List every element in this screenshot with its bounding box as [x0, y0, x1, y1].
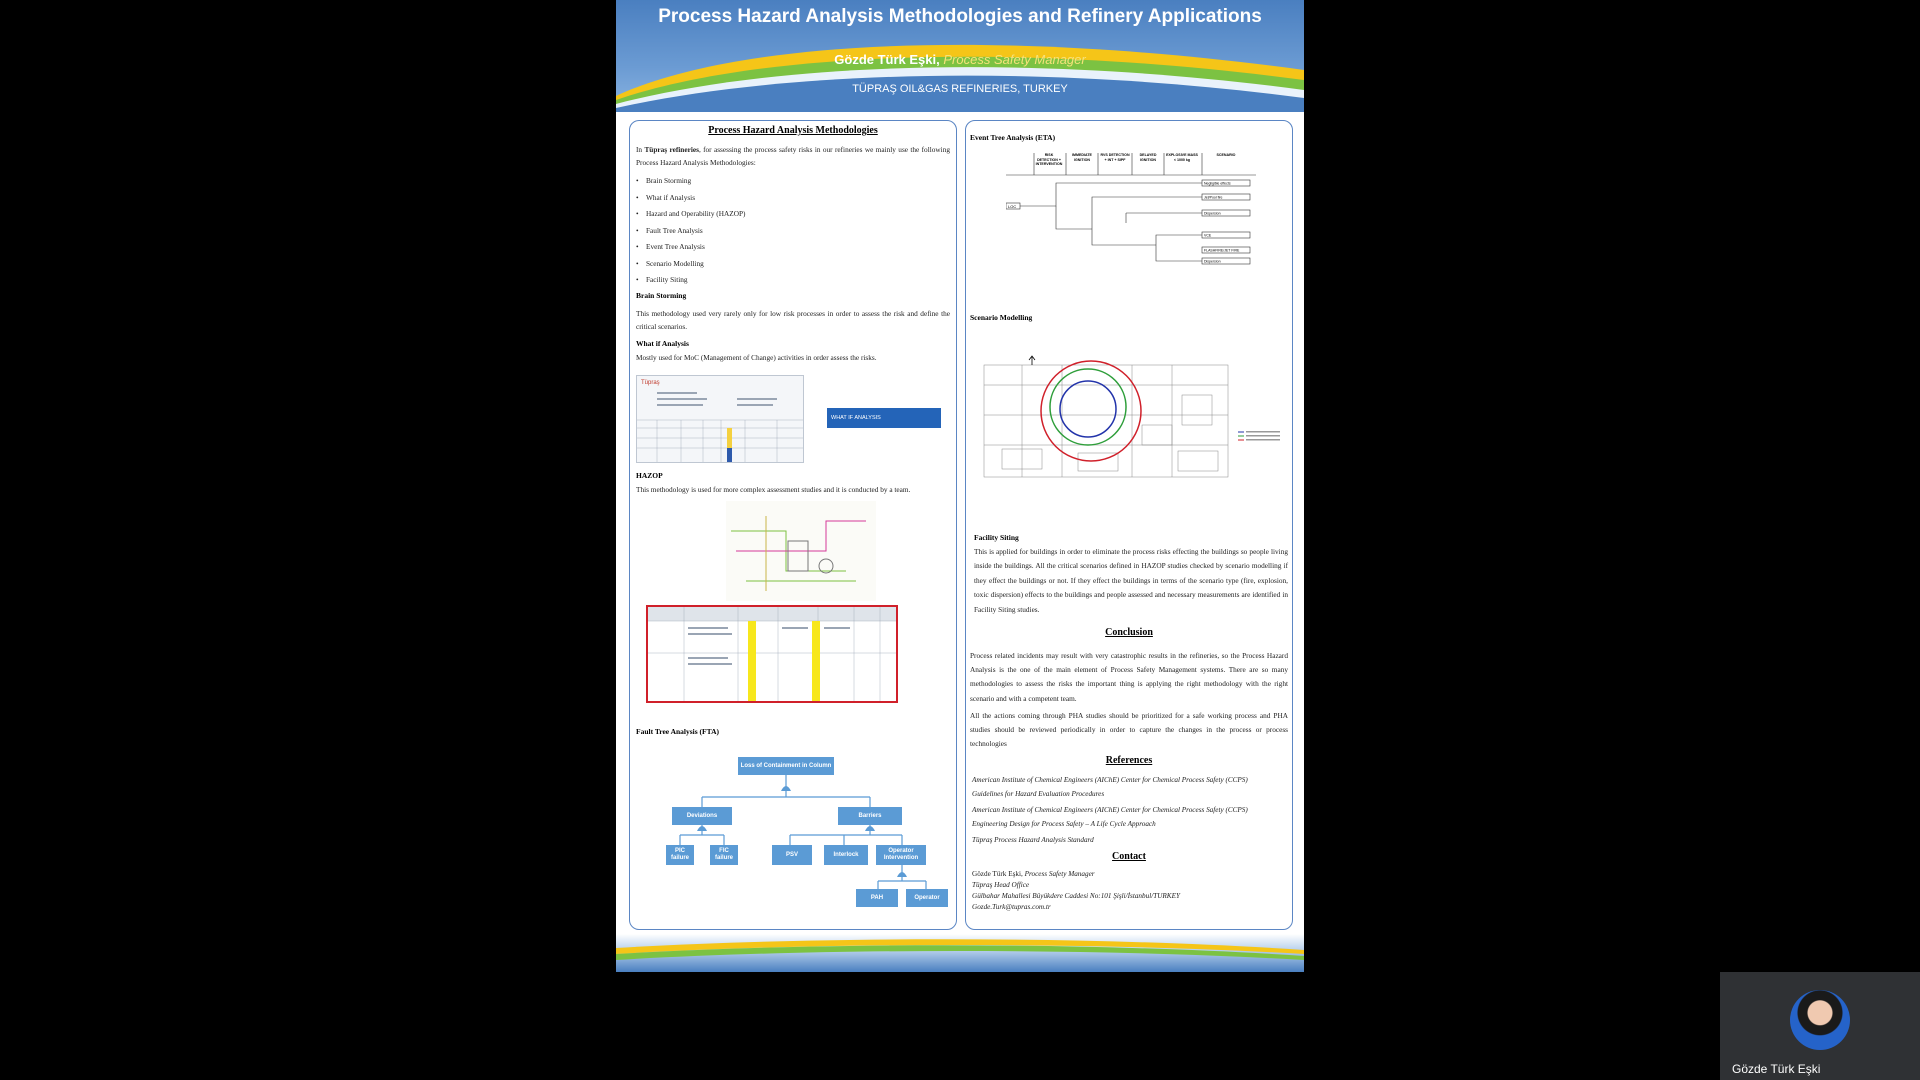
scenario-title: Scenario Modelling — [970, 313, 1033, 322]
intro-prefix: In — [636, 145, 645, 154]
fta-interlock: Interlock — [824, 845, 868, 865]
poster-banner: Process Hazard Analysis Methodologies an… — [616, 0, 1304, 112]
participant-video-tile[interactable]: Gözde Türk Eşki — [1720, 972, 1920, 1080]
eta-outcome: FLASHFIRE/JET FIRE — [1204, 249, 1240, 253]
contact-name-line: Gözde Türk Eşki, Process Safety Manager — [972, 869, 1290, 880]
fta-pic-failure: PIC failure — [666, 845, 694, 865]
eta-title: Event Tree Analysis (ETA) — [970, 133, 1056, 142]
contact-address: Gülbahar Mahallesi Büyükdere Caddesi No:… — [972, 892, 1180, 900]
hazop-pid-image — [726, 501, 876, 601]
fault-tree-diagram — [679, 775, 927, 889]
eta-outcome: Jet/Pool fire — [1204, 196, 1223, 200]
right-panel: Event Tree Analysis (ETA) RISK DETECTION… — [965, 120, 1293, 930]
facility-text: This is applied for buildings in order t… — [974, 547, 1288, 614]
eta-loc-label: LOC — [1008, 204, 1016, 209]
whatif-text: Mostly used for MoC (Management of Chang… — [636, 353, 877, 362]
eta-header: RISK DETECTION + INTERVENTION — [1035, 153, 1063, 166]
author-role: Process Safety Manager — [943, 52, 1086, 67]
fta-top-event: Loss of Containment in Column — [738, 757, 834, 775]
contact-office: Tüpraş Head Office — [972, 881, 1030, 889]
fta-deviations: Deviations — [672, 807, 732, 825]
conclusion-text-1: Process related incidents may result wit… — [970, 651, 1288, 703]
reference-3: Tüpraş Process Hazard Analysis Standard — [972, 836, 1094, 844]
fta-psv: PSV — [772, 845, 812, 865]
intro-bold: Tüpraş refineries — [644, 145, 699, 154]
eta-header: DELAYED IGNITION — [1139, 153, 1157, 162]
avatar — [1790, 990, 1850, 1050]
poster: Process Hazard Analysis Methodologies an… — [616, 0, 1304, 972]
hazop-text: This methodology is used for more comple… — [636, 485, 911, 494]
list-item: Hazard and Operability (HAZOP) — [636, 206, 936, 223]
eta-header: EXPLOSIVE MASS < 1000 kg — [1166, 153, 1198, 162]
reference-2-source: American Institute of Chemical Engineers… — [972, 806, 1248, 814]
conclusion-text-2: All the actions coming through PHA studi… — [970, 711, 1288, 749]
poster-company: TÜPRAŞ OIL&GAS REFINERIES, TURKEY — [852, 83, 1068, 95]
left-panel: Process Hazard Analysis Methodologies In… — [629, 120, 957, 930]
fta-pah: PAH — [856, 889, 898, 907]
hazop-title: HAZOP — [636, 471, 663, 480]
contact-block: Gözde Türk Eşki, Process Safety Manager … — [972, 869, 1290, 913]
list-item: Fault Tree Analysis — [636, 223, 936, 240]
eta-header: IMMEDIATE IGNITION — [1072, 153, 1092, 162]
reference-1-title: Guidelines for Hazard Evaluation Procedu… — [972, 790, 1105, 798]
fta-barriers: Barriers — [838, 807, 902, 825]
list-item: Scenario Modelling — [636, 256, 936, 273]
fta-operator-intervention: Operator Intervention — [876, 845, 926, 865]
fta-operator: Operator — [906, 889, 948, 907]
whatif-logo-text: Tüpraş — [641, 380, 660, 386]
reference-1-source: American Institute of Chemical Engineers… — [972, 776, 1248, 784]
methods-list: Brain Storming What if Analysis Hazard a… — [636, 173, 936, 289]
whatif-banner-image: WHAT IF ANALYSIS — [827, 408, 941, 428]
event-tree-diagram: RISK DETECTION + INTERVENTION IMMEDIATE … — [1006, 153, 1256, 265]
scenario-legend — [1238, 429, 1282, 441]
whatif-banner-text: WHAT IF ANALYSIS — [831, 415, 881, 421]
contact-name: Gözde Türk Eşki, — [972, 870, 1023, 878]
fta-title: Fault Tree Analysis (FTA) — [636, 727, 719, 736]
list-item: Facility Siting — [636, 272, 936, 289]
eta-header: RVS DETECTION + INT + SIPF — [1100, 153, 1130, 162]
list-item: What if Analysis — [636, 190, 936, 207]
eta-outcome: Negligible effects — [1204, 182, 1231, 186]
scenario-plot-plan-image — [982, 345, 1232, 479]
eta-header: SCENARIO — [1216, 153, 1236, 157]
contact-heading: Contact — [1112, 851, 1146, 862]
poster-footer — [616, 934, 1304, 972]
list-item: Event Tree Analysis — [636, 239, 936, 256]
facility-title: Facility Siting — [974, 533, 1019, 542]
hazop-worksheet-image — [646, 605, 898, 703]
list-item: Brain Storming — [636, 173, 936, 190]
fta-fic-failure: FIC failure — [710, 845, 738, 865]
reference-2-title: Engineering Design for Process Safety – … — [972, 820, 1156, 828]
eta-outcome: VCE — [1204, 234, 1212, 238]
poster-title: Process Hazard Analysis Methodologies an… — [658, 6, 1262, 27]
brainstorm-title: Brain Storming — [636, 291, 687, 300]
author-name: Gözde Türk Eşki, — [834, 52, 940, 67]
eta-outcome: Dispersion — [1204, 212, 1221, 216]
intro-text: In Tüpraş refineries, for assessing the … — [636, 143, 950, 169]
whatif-title: What if Analysis — [636, 339, 689, 348]
contact-email[interactable]: Gozde.Turk@tupras.com.tr — [972, 903, 1051, 911]
poster-author: Gözde Türk Eşki, Process Safety Manager — [616, 52, 1304, 67]
conclusion-heading: Conclusion — [1105, 627, 1153, 638]
eta-outcome: Dispersion — [1204, 260, 1221, 264]
intro-rest: , for assessing the process safety risks… — [636, 145, 951, 167]
brainstorm-text: This methodology used very rarely only f… — [636, 309, 950, 331]
references-heading: References — [1105, 755, 1153, 766]
participant-name: Gözde Türk Eşki — [1732, 1062, 1821, 1076]
pha-heading: Process Hazard Analysis Methodologies — [708, 125, 878, 136]
whatif-worksheet-image: Tüpraş — [636, 375, 804, 463]
contact-role: Process Safety Manager — [1024, 870, 1095, 878]
